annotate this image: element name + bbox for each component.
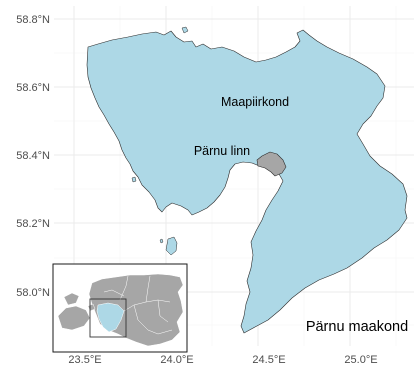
island-kihnu — [165, 236, 178, 256]
label-parnu-linn: Pärnu linn — [194, 144, 250, 158]
island-small — [131, 176, 137, 183]
x-tick-label: 24.0°E — [160, 354, 193, 366]
inset-county-borders — [103, 275, 173, 335]
label-maapiirkond: Maapiirkond — [221, 95, 289, 109]
y-tick-label: 58.2°N — [16, 218, 50, 230]
y-axis: 58.8°N 58.6°N 58.4°N 58.2°N 58.0°N — [16, 14, 50, 299]
x-tick-label: 25.0°E — [344, 354, 377, 366]
region-parnu-linn — [256, 151, 287, 177]
x-tick-label: 23.5°E — [68, 354, 101, 366]
inset-hiiumaa — [63, 292, 80, 306]
inset-parnu-county — [96, 302, 125, 333]
x-axis: 23.5°E 24.0°E 24.5°E 25.0°E — [68, 354, 377, 366]
island-small — [159, 238, 164, 244]
inset-extent-box — [89, 298, 127, 338]
y-tick-label: 58.0°N — [16, 287, 50, 299]
y-tick-label: 58.4°N — [16, 150, 50, 162]
county-title: Pärnu maakond — [306, 319, 408, 335]
island-small — [181, 26, 189, 34]
inset-map — [52, 263, 188, 353]
x-tick-label: 24.5°E — [252, 354, 285, 366]
region-maapiirkond — [86, 29, 408, 334]
y-tick-label: 58.8°N — [16, 14, 50, 26]
y-tick-label: 58.6°N — [16, 82, 50, 94]
